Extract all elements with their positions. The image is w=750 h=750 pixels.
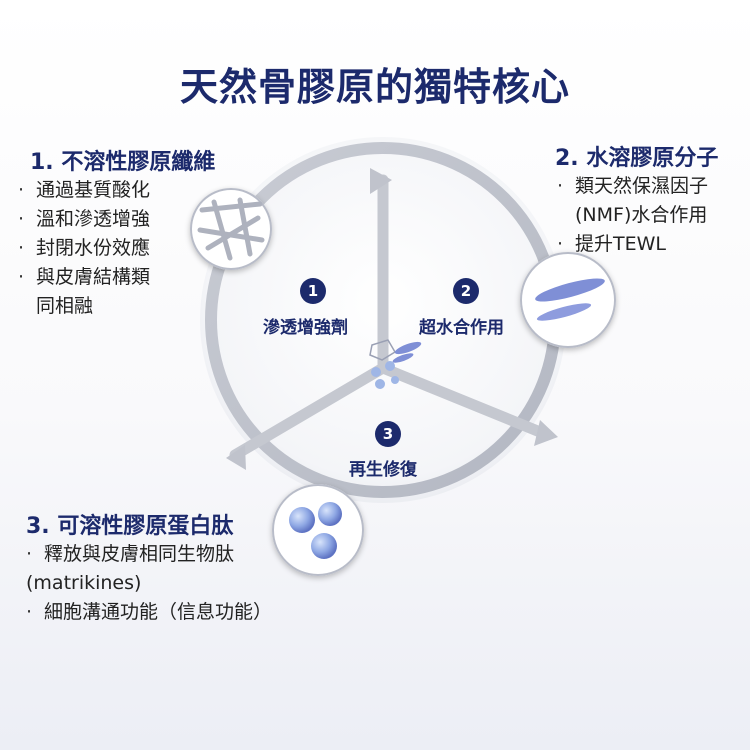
list-item: 與皮膚結構類 同相融 (14, 263, 150, 321)
molecule-ellipse-icon (520, 252, 616, 348)
list-item: 細胞溝通功能（信息功能） (22, 598, 272, 627)
list-item: 釋放與皮膚相同生物肽 (matrikines) (22, 540, 272, 598)
fiber-network-icon (190, 188, 272, 270)
list-item-line: 與皮膚結構類 (36, 266, 150, 288)
segment-label-3: 再生修復 (349, 455, 417, 480)
list-item-line: 釋放與皮膚相同生物肽 (44, 543, 234, 565)
peptide-spheres-icon (272, 484, 364, 576)
soluble-peptide-list: 釋放與皮膚相同生物肽 (matrikines) 細胞溝通功能（信息功能） (22, 540, 272, 627)
water-soluble-molecule-bubble (520, 252, 616, 348)
water-soluble-list: 類天然保濕因子 (NMF)水合作用 提升TEWL (553, 172, 708, 259)
water-soluble-heading: 2. 水溶膠原分子 (555, 140, 718, 172)
segment-number-1: 1 (300, 278, 326, 304)
insoluble-fiber-list: 通過基質酸化 溫和滲透增強 封閉水份效應 與皮膚結構類 同相融 (14, 176, 150, 321)
insoluble-fiber-heading: 1. 不溶性膠原纖維 (30, 144, 215, 176)
list-item-continuation: (matrikines) (26, 569, 272, 598)
list-item: 通過基質酸化 (14, 176, 150, 205)
list-item: 溫和滲透增強 (14, 205, 150, 234)
list-item-continuation: (NMF)水合作用 (575, 201, 708, 230)
arrow-head-right (534, 420, 558, 446)
collagen-fiber-bubble (190, 188, 272, 270)
list-item: 封閉水份效應 (14, 234, 150, 263)
list-item-continuation: 同相融 (36, 292, 150, 321)
segment-number-2: 2 (453, 278, 479, 304)
list-item-line: 類天然保濕因子 (575, 175, 708, 197)
segment-label-2: 超水合作用 (419, 313, 504, 338)
segment-label-1: 滲透增強劑 (263, 313, 348, 338)
list-item: 提升TEWL (553, 230, 708, 259)
list-item: 類天然保濕因子 (NMF)水合作用 (553, 172, 708, 230)
soluble-peptide-heading: 3. 可溶性膠原蛋白肽 (26, 508, 233, 540)
peptide-bubble (272, 484, 364, 576)
segment-number-3: 3 (375, 421, 401, 447)
